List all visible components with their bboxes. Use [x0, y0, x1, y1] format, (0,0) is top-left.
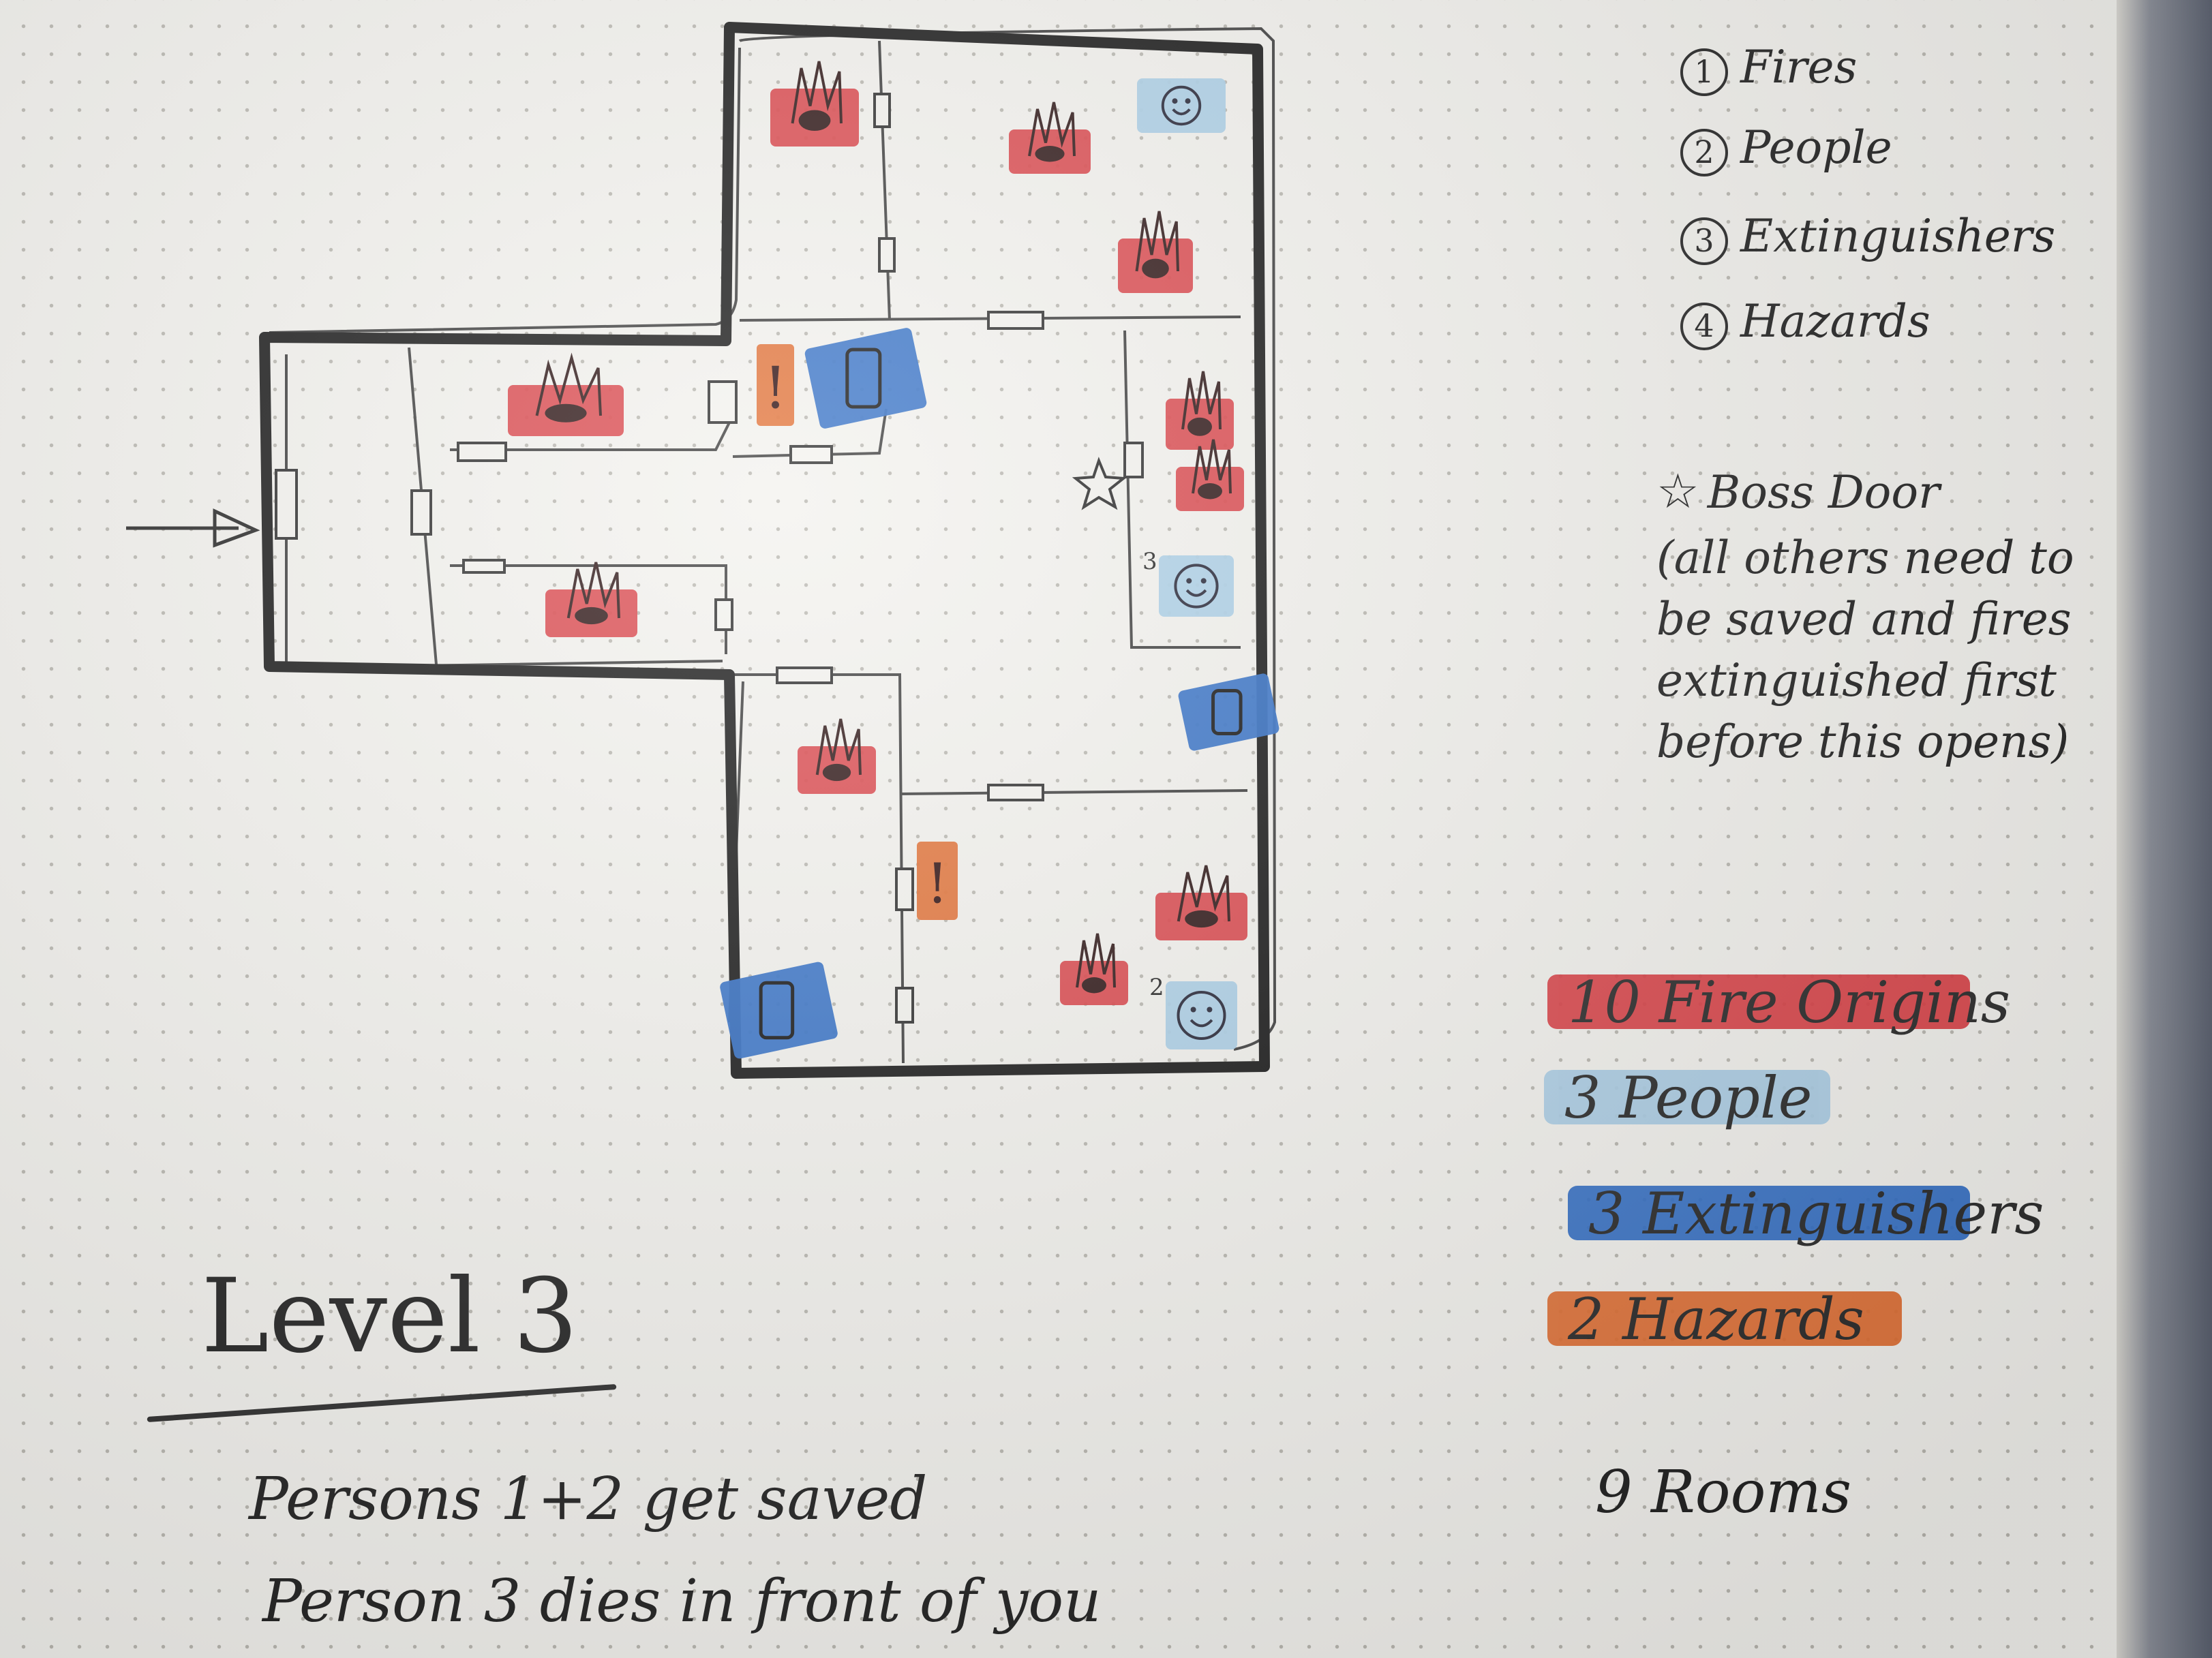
hazard-count-label: 2 Hazards [1568, 1286, 1864, 1353]
fire-count-label: 10 Fire Origins [1568, 969, 2011, 1036]
door-icon [462, 559, 506, 574]
extinguisher-count-swatch: 3 Extinguishers [1568, 1180, 2044, 1247]
legend-label: People [1740, 121, 1892, 174]
extinguishers-layer [720, 328, 1279, 1059]
arrow-icon [126, 508, 260, 548]
fire-icon [798, 718, 876, 794]
notebook-edge [2117, 0, 2212, 1658]
fires-layer [508, 61, 1247, 1005]
door-icon [895, 987, 914, 1024]
legend-label: Extinguishers [1740, 210, 2056, 262]
door-icon [1123, 442, 1144, 478]
exclamation-icon: ! [917, 842, 958, 920]
star-icon: ☆ [1656, 463, 1699, 519]
doors [275, 93, 1144, 1024]
fire-icon [1155, 865, 1247, 940]
smiley-icon: 2 [1149, 974, 1237, 1049]
boss-note-line: extinguished first [1656, 654, 2057, 707]
door-icon [708, 380, 738, 424]
extinguisher-count-label: 3 Extinguishers [1588, 1180, 2044, 1247]
boss-door-heading: ☆Boss Door [1656, 463, 2074, 532]
door-icon [776, 666, 833, 684]
level-title: Level 3 [201, 1257, 578, 1376]
rooms-count: 9 Rooms [1595, 1458, 1852, 1526]
boss-note-line: (all others need to [1656, 532, 2074, 584]
door-icon [987, 311, 1044, 330]
legend-item: 4 Hazards [1680, 295, 2055, 377]
interior-walls [269, 27, 1277, 1064]
boss-door-note: ☆Boss Door (all others need to be saved … [1656, 463, 2074, 777]
fire-icon [1009, 102, 1091, 174]
level-note-1: Persons 1+2 get saved [249, 1465, 928, 1533]
outer-wall [259, 22, 1270, 1079]
legend-number: 1 [1680, 48, 1728, 96]
people-count-label: 3 People [1564, 1064, 1813, 1131]
extinguisher-icon [720, 962, 838, 1059]
boss-door-title: Boss Door [1707, 466, 1940, 519]
door-icon [457, 442, 507, 462]
fire-icon [1118, 211, 1193, 293]
boss-note-line: be saved and fires [1656, 593, 2072, 645]
legend-number: 4 [1680, 303, 1728, 350]
smiley-icon [1137, 78, 1226, 133]
fire-count-swatch: 10 Fire Origins [1547, 969, 2010, 1036]
hazard-count-swatch: 2 Hazards [1547, 1286, 1902, 1353]
door-icon [873, 93, 891, 128]
fire-icon [508, 352, 624, 436]
hazard-symbol: ! [926, 852, 948, 916]
smiley-icon: 3 [1142, 548, 1234, 617]
star-icon [1072, 457, 1127, 510]
fire-icon [545, 562, 637, 637]
hazard-symbol: ! [764, 355, 787, 422]
extinguisher-icon [1178, 673, 1279, 751]
exclamation-icon: ! [757, 344, 794, 426]
door-icon [789, 445, 833, 464]
legend-number: 2 [1680, 129, 1728, 176]
door-icon [878, 237, 896, 273]
people-count-swatch: 3 People [1544, 1064, 1830, 1131]
legend-label: Hazards [1740, 295, 1930, 348]
extinguisher-icon [804, 328, 927, 429]
door-icon [714, 598, 733, 631]
person-number-label: 2 [1149, 974, 1164, 1001]
fire-icon [1060, 933, 1128, 1005]
legend-number: 3 [1680, 217, 1728, 265]
door-icon [987, 784, 1044, 801]
door-icon [275, 469, 298, 540]
fire-icon [770, 61, 859, 147]
legend-label: Fires [1740, 41, 1858, 93]
boss-note-line: before this opens) [1656, 716, 2070, 768]
people-layer: 32 [1137, 78, 1237, 1049]
level-note-2: Person 3 dies in front of you [262, 1567, 1102, 1636]
door-icon [410, 489, 432, 536]
fire-icon [1166, 371, 1234, 450]
legend-item: 2 People [1680, 121, 2055, 210]
hazards-layer: !! [757, 344, 958, 920]
person-number-label: 3 [1142, 548, 1157, 575]
fire-icon [1176, 439, 1244, 511]
door-icon [895, 868, 914, 911]
